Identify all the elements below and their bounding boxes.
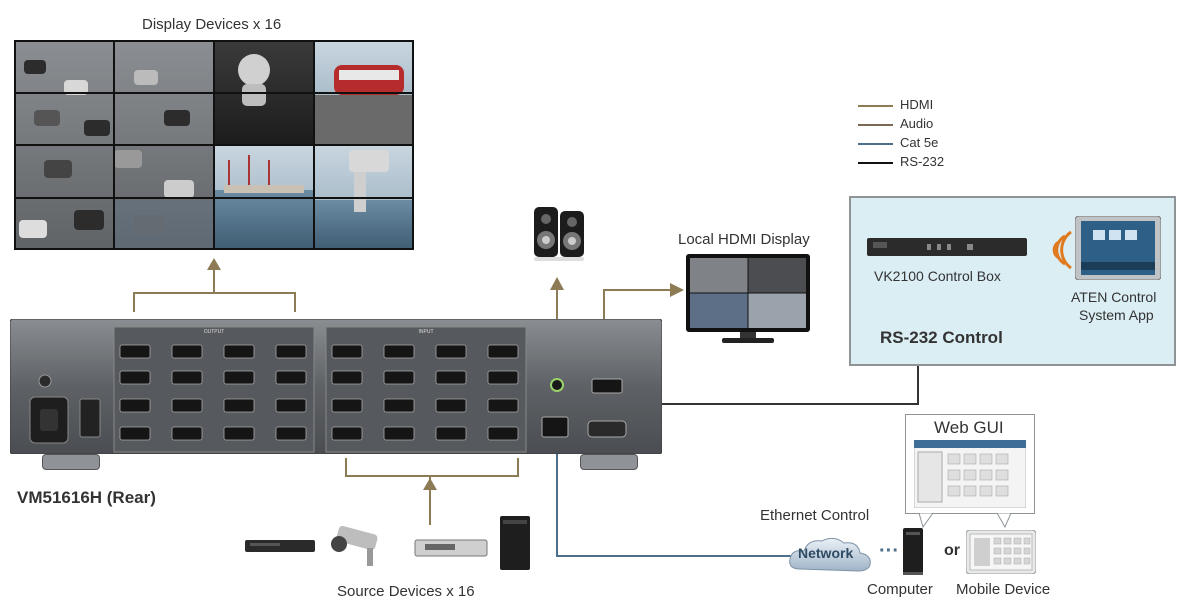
network-label: Network — [798, 545, 854, 561]
web-gui-bubble: Web GUI — [905, 414, 1035, 514]
matrix-rear-panel: OUTPUT INPUT — [9, 318, 663, 455]
control-app-label-line1: ATEN Control — [1071, 289, 1157, 305]
tablet-app-image — [1075, 216, 1161, 280]
rs232-control-title: RS-232 Control — [880, 328, 1003, 347]
legend-hdmi-label: HDMI — [900, 97, 934, 112]
mobile-device-label: Mobile Device — [956, 581, 1051, 598]
ethernet-control-title: Ethernet Control — [760, 507, 870, 524]
mobile-device-icon — [966, 530, 1036, 574]
network-ellipsis: ··· — [879, 540, 899, 562]
web-gui-pointers — [918, 513, 1012, 529]
rs232-control-box: VK2100 Control Box ATEN Control System A… — [849, 196, 1176, 366]
display-devices-title: Display Devices x 16 — [142, 16, 282, 33]
web-gui-screenshot — [914, 440, 1026, 508]
local-display-title: Local HDMI Display — [678, 231, 810, 248]
vk2100-device-image — [867, 238, 1027, 256]
legend-cat5e-label: Cat 5e — [900, 135, 939, 150]
source-devices — [245, 512, 545, 572]
computer-icon — [903, 528, 923, 575]
speakers-icon — [534, 207, 584, 261]
web-gui-title: Web GUI — [934, 418, 1004, 437]
computer-label: Computer — [867, 581, 933, 598]
chassis-foot-right — [580, 454, 638, 470]
control-app-label-line2: System App — [1079, 307, 1154, 323]
cloud-icon — [789, 537, 871, 572]
network-cloud: Network — [786, 533, 874, 575]
video-wall-image — [14, 40, 414, 250]
speakers — [532, 205, 587, 263]
local-hdmi-display — [686, 254, 810, 346]
wireless-signal-icon — [1052, 230, 1072, 270]
or-label: or — [944, 542, 960, 559]
input-panel-label: INPUT — [419, 329, 434, 335]
chassis-foot-left — [42, 454, 100, 470]
video-wall — [14, 40, 414, 250]
output-panel-label: OUTPUT — [204, 329, 225, 335]
legend-rs232-label: RS-232 — [900, 154, 945, 169]
legend-audio-label: Audio — [900, 116, 934, 131]
matrix-chassis: OUTPUT INPUT — [9, 318, 663, 455]
source-devices-title: Source Devices x 16 — [337, 583, 475, 600]
matrix-name: VM51616H (Rear) — [17, 488, 156, 507]
local-display-image — [686, 254, 810, 343]
control-box-label: VK2100 Control Box — [874, 268, 1001, 284]
source-devices-image — [245, 516, 530, 570]
